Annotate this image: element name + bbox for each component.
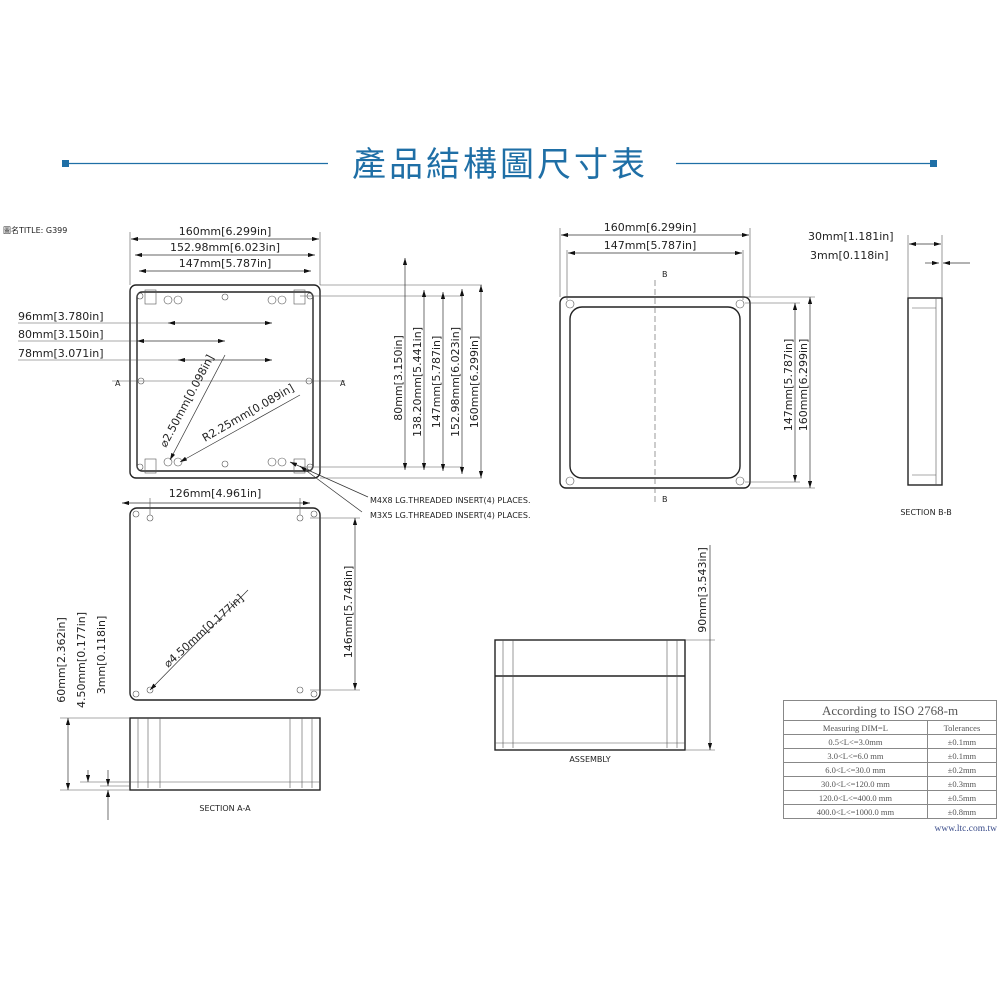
dim-width-152: 152.98mm[6.023in] [170, 241, 280, 254]
dim-v160: 160mm[6.299in] [468, 336, 481, 429]
range-cell: 30.0<L<=120.0 mm [783, 776, 928, 791]
header-left-square [62, 160, 69, 167]
note-m3x5-insert: M3X5 LG.THREADED INSERT(4) PLACES. [370, 511, 530, 520]
section-b-b: 30mm[1.181in] 3mm[0.118in] SECTION B-B [808, 230, 970, 517]
tolerance-cell: ±0.8mm [926, 804, 998, 819]
tolerance-cell: ±0.1mm [926, 734, 998, 749]
dim-v146: 146mm[5.748in] [342, 566, 355, 659]
table-row: 120.0<L<=400.0 mm±0.5mm [783, 790, 998, 805]
assembly-view: 90mm[3.543in] ASSEMBLY [494, 545, 715, 764]
website-link[interactable]: www.ltc.com.tw [934, 824, 997, 834]
drawing-title: 圖名TITLE: G399 [3, 225, 67, 235]
header-tolerances: Tolerances [926, 720, 998, 735]
range-cell: 3.0<L<=6.0 mm [783, 748, 928, 763]
dim-v60: 60mm[2.362in] [55, 617, 68, 703]
dim-width-147: 147mm[5.787in] [179, 257, 272, 270]
tolerance-cell: ±0.1mm [926, 748, 998, 763]
dim-v138: 138.20mm[5.441in] [411, 327, 424, 437]
dim-v90: 90mm[3.543in] [696, 547, 709, 633]
dim-w126: 126mm[4.961in] [169, 487, 262, 500]
range-cell: 400.0<L<=1000.0 mm [783, 804, 928, 819]
tolerance-cell: ±0.3mm [926, 776, 998, 791]
dim-96: 96mm[3.780in] [18, 310, 104, 323]
dim-v80: 80mm[3.150in] [392, 335, 405, 421]
table-row: 400.0<L<=1000.0 mm±0.8mm [783, 804, 998, 819]
right-view: 160mm[6.299in] 147mm[5.787in] B B 147mm[… [559, 221, 815, 505]
assembly-label: ASSEMBLY [569, 755, 610, 764]
dim-v152: 152.98mm[6.023in] [449, 327, 462, 437]
dim-w3: 3mm[0.118in] [810, 249, 889, 262]
table-row: 30.0<L<=120.0 mm±0.3mm [783, 776, 998, 791]
page-title: 產品結構圖尺寸表 [352, 145, 648, 185]
table-row: 0.5<L<=3.0mm±0.1mm [783, 734, 998, 749]
tolerance-table-title: According to ISO 2768-m [783, 700, 997, 721]
dim-width-160: 160mm[6.299in] [179, 225, 272, 238]
section-mark-b-bottom: B [662, 495, 668, 504]
section-a-a-label: SECTION A-A [199, 804, 251, 813]
tolerance-cell: ±0.2mm [926, 762, 998, 777]
dim-v147-right: 147mm[5.787in] [782, 339, 795, 432]
dim-v4-50: 4.50mm[0.177in] [75, 612, 88, 708]
dim-w160: 160mm[6.299in] [604, 221, 697, 234]
dim-w30: 30mm[1.181in] [808, 230, 894, 243]
dim-radius-2-25: R2.25mm[0.089in] [200, 381, 296, 444]
dim-w147: 147mm[5.787in] [604, 239, 697, 252]
top-view: 160mm[6.299in] 152.98mm[6.023in] 147mm[5… [18, 225, 530, 520]
dim-v3: 3mm[0.118in] [95, 616, 108, 695]
dim-v147: 147mm[5.787in] [430, 336, 443, 429]
tolerance-cell: ±0.5mm [926, 790, 998, 805]
dim-80: 80mm[3.150in] [18, 328, 104, 341]
section-mark-a-left: A [115, 379, 121, 388]
range-cell: 6.0<L<=30.0 mm [783, 762, 928, 777]
section-mark-b-top: B [662, 270, 668, 279]
dim-hole-4-50: ⌀4.50mm[0.177in] [161, 592, 246, 670]
header-right-square [930, 160, 937, 167]
dim-v160-right: 160mm[6.299in] [797, 339, 810, 432]
bottom-view: 126mm[4.961in] 146mm[5.748in] ⌀4.50mm[0.… [122, 487, 360, 701]
header: 產品結構圖尺寸表 [62, 145, 937, 185]
table-row: 6.0<L<=30.0 mm±0.2mm [783, 762, 998, 777]
section-mark-a-right: A [340, 379, 346, 388]
header-measuring: Measuring DIM=L [783, 720, 928, 735]
table-row: 3.0<L<=6.0 mm±0.1mm [783, 748, 998, 763]
range-cell: 120.0<L<=400.0 mm [783, 790, 928, 805]
dim-78: 78mm[3.071in] [18, 347, 104, 360]
note-m4x8-insert: M4X8 LG.THREADED INSERT(4) PLACES. [370, 496, 530, 505]
section-b-b-label: SECTION B-B [900, 508, 951, 517]
section-a-a: 60mm[2.362in] 4.50mm[0.177in] 3mm[0.118i… [55, 612, 321, 820]
range-cell: 0.5<L<=3.0mm [783, 734, 928, 749]
